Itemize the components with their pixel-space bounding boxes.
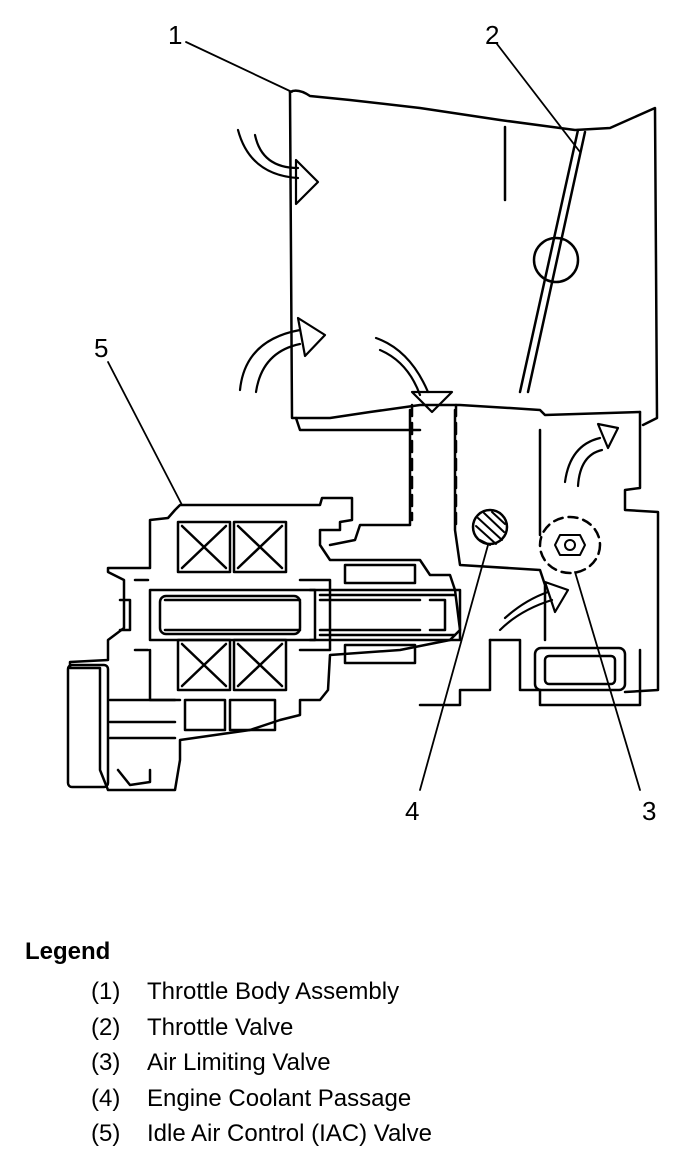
idle-air-control-valve	[66, 496, 462, 792]
callout-5: 5	[94, 333, 108, 363]
callout-2: 2	[485, 20, 499, 50]
legend-item-number: (2)	[91, 1013, 121, 1041]
leader-lines	[107, 41, 641, 791]
throttle-body-assembly	[288, 89, 660, 707]
bypass-passage	[410, 403, 458, 527]
callout-4: 4	[405, 796, 419, 826]
legend-item: (1) Throttle Body Assembly	[91, 974, 665, 1010]
legend-item-label: Engine Coolant Passage	[147, 1084, 412, 1112]
legend-item: (2) Throttle Valve	[91, 1010, 665, 1046]
legend-list: (1) Throttle Body Assembly (2) Throttle Va…	[25, 974, 665, 1152]
engine-coolant-passage	[471, 508, 509, 546]
legend-item-number: (5)	[91, 1120, 121, 1147]
legend: Legend (1) Throttle Body Assembly (2) Thro…	[25, 938, 665, 1152]
throttle-body-diagram: 1 2 5 4 3	[66, 20, 660, 826]
legend-item-label: Idle Air Control (IAC) Valve	[147, 1120, 432, 1147]
air-limiting-valve	[538, 515, 602, 575]
legend-item-number: (3)	[91, 1049, 121, 1076]
throttle-valve	[518, 128, 587, 394]
airflow-arrows	[236, 128, 620, 632]
legend-item: (3) Air Limiting Valve	[91, 1045, 665, 1081]
callout-1: 1	[168, 20, 182, 50]
legend-title: Legend	[25, 938, 111, 965]
legend-item-label: Throttle Valve	[147, 1013, 294, 1041]
legend-item-label: Throttle Body Assembly	[147, 978, 400, 1005]
legend-item: (5) Idle Air Control (IAC) Valve	[91, 1116, 665, 1152]
legend-item-number: (1)	[91, 978, 121, 1005]
legend-item-number: (4)	[91, 1084, 121, 1112]
legend-item: (4) Engine Coolant Passage	[91, 1081, 665, 1117]
legend-item-label: Air Limiting Valve	[147, 1049, 331, 1076]
callout-3: 3	[642, 796, 656, 826]
